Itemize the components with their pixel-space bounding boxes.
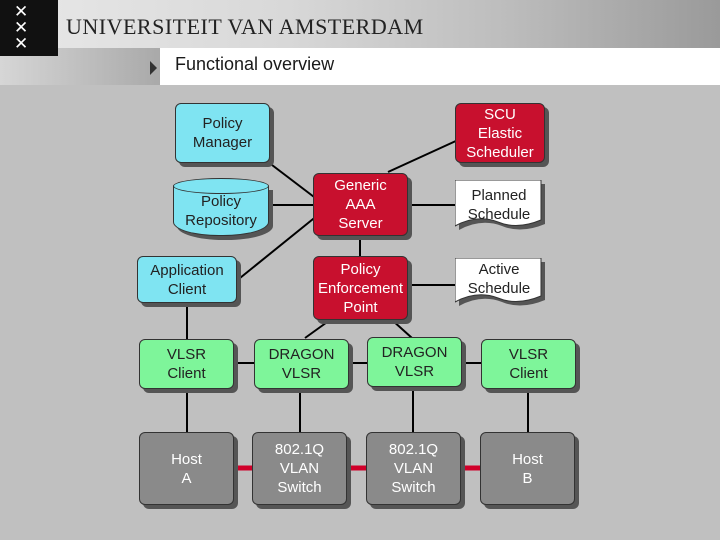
line-app-aaa	[239, 214, 319, 279]
planned-schedule-label: Planned Schedule	[467, 187, 531, 223]
institution-name: UNIVERSITEIT VAN AMSTERDAM	[66, 14, 424, 39]
line-manager-aaa	[271, 164, 319, 201]
planned-schedule-node: Planned Schedule	[455, 180, 545, 234]
university-crest-icon: ✕ ✕ ✕	[0, 0, 58, 56]
application-client-node: Application Client	[137, 256, 237, 303]
active-schedule-node: Active Schedule	[455, 258, 545, 308]
policy-repository-node: Policy Repository	[173, 178, 269, 236]
vlsr-client-left-node: VLSR Client	[139, 339, 234, 389]
header-banner: ✕ ✕ ✕ UNIVERSITEIT VAN AMSTERDAM Functio…	[0, 0, 720, 85]
host-a-node: Host A	[139, 432, 234, 505]
vlsr-client-right-node: VLSR Client	[481, 339, 576, 389]
banner-photo	[0, 0, 720, 48]
scu-scheduler-node: SCU Elastic Scheduler	[455, 103, 545, 163]
line-pep-dragon-left	[304, 319, 331, 339]
policy-enforcement-point-node: Policy Enforcement Point	[313, 256, 408, 320]
vlan-switch-right-node: 802.1Q VLAN Switch	[366, 432, 461, 505]
dragon-vlsr-left-node: DRAGON VLSR	[254, 339, 349, 389]
vlan-switch-left-node: 802.1Q VLAN Switch	[252, 432, 347, 505]
policy-manager-node: Policy Manager	[175, 103, 270, 163]
policy-repository-label: Policy Repository	[185, 193, 257, 229]
line-aaa-scu	[387, 139, 459, 173]
active-schedule-label: Active Schedule	[467, 261, 531, 297]
slide-title: Functional overview	[175, 54, 335, 74]
host-b-node: Host B	[480, 432, 575, 505]
dragon-vlsr-right-node: DRAGON VLSR	[367, 337, 462, 387]
bullet-arrow-icon	[150, 61, 157, 75]
aaa-server-node: Generic AAA Server	[313, 173, 408, 236]
line-pep-dragon-right	[391, 319, 413, 339]
